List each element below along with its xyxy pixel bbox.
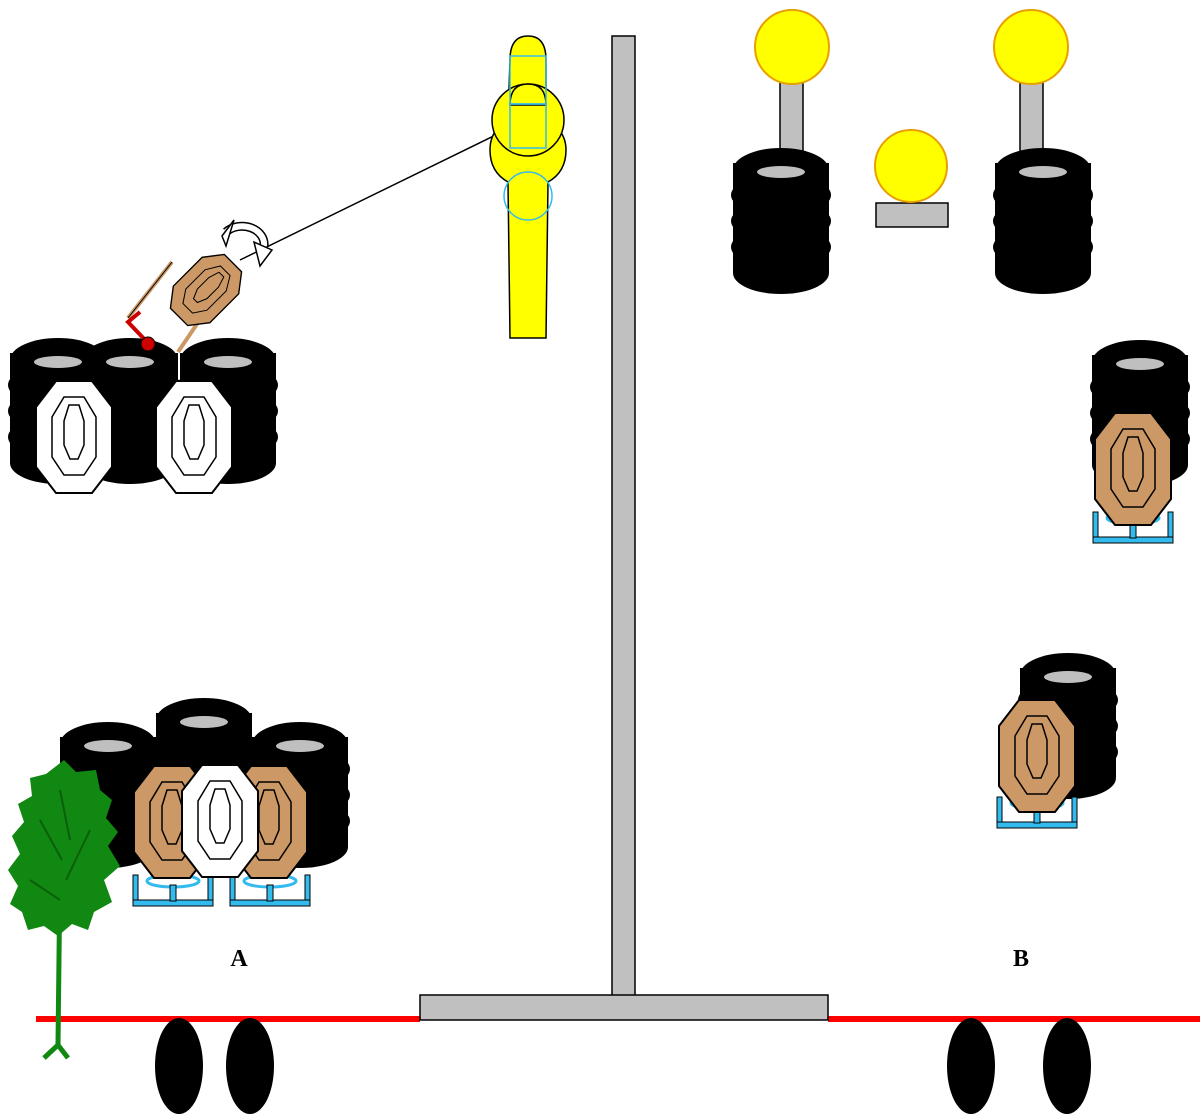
steel-popper-left	[731, 9, 831, 294]
foot-marker-icon	[226, 1018, 274, 1114]
no-shoot-target	[155, 380, 233, 494]
steel-popper-right	[993, 9, 1093, 294]
target-stand	[228, 873, 312, 908]
position-label-b: B	[1013, 946, 1029, 972]
activator-pivot	[140, 336, 156, 352]
paper-target	[1094, 412, 1172, 526]
activator-arm	[125, 310, 150, 345]
rotation-arrow-icon	[221, 219, 274, 268]
target-stand	[131, 873, 215, 908]
no-shoot-target	[181, 764, 259, 878]
tree-icon	[8, 760, 120, 1060]
foot-marker-icon	[155, 1018, 203, 1114]
paper-target	[998, 699, 1076, 813]
foot-marker-icon	[1043, 1018, 1091, 1114]
no-shoot-target	[35, 380, 113, 494]
center-wall	[419, 35, 829, 1021]
popper-steel	[489, 35, 567, 339]
steel-plate-center	[874, 129, 949, 228]
position-label-a: A	[230, 946, 248, 972]
foot-marker-icon	[947, 1018, 995, 1114]
swinger-target	[125, 127, 511, 354]
